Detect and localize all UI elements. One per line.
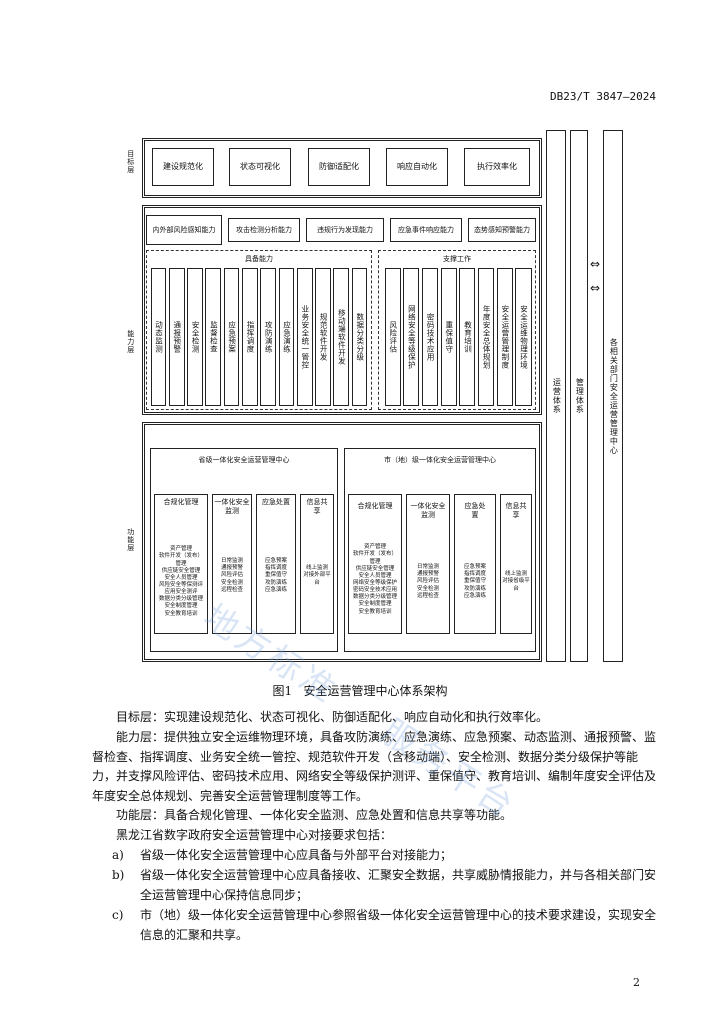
province-monitor-title: 一体化安全监测 — [214, 498, 250, 515]
goal-item: 执行效率化 — [464, 148, 530, 186]
province-monitor-text: 日常监测 通报预警 风险评估 安全检测 远程检查 — [220, 558, 243, 593]
support-work-item: 风险评估 — [384, 268, 401, 406]
city-response — [454, 494, 496, 634]
core-ability-item: 通报预警 — [168, 268, 185, 406]
paragraph-goal: 目标层：实现建设规范化、状态可视化、防御适配化、响应自动化和执行效率化。 — [116, 710, 549, 724]
layer-label-function: 功能层 — [126, 528, 135, 552]
page-number: 2 — [633, 976, 640, 989]
province-response — [256, 494, 296, 634]
city-compliance-text: 资产管理 软件开发（发布） 管理 供应链安全管理 安全人员管理 网络安全等级保护… — [352, 544, 397, 615]
layer-label-goal: 目标层 — [126, 150, 135, 174]
capability-layer-frame — [142, 205, 542, 415]
core-ability-item: 规范软件开发 — [315, 268, 331, 406]
core-ability-item: 监督检查 — [205, 268, 222, 406]
province-monitor — [212, 494, 252, 634]
core-ability-item: 业务安全统一管控 — [296, 268, 313, 406]
city-monitor-title: 一体化安全监测 — [410, 502, 446, 519]
city-compliance — [348, 494, 402, 634]
goal-item: 响应自动化 — [386, 148, 448, 186]
double-arrow-icon: ⇔ — [590, 281, 601, 295]
list-text: 市（地）级一体化安全运营管理中心参照省级一体化安全运营管理中心的技术要求建设，实… — [140, 908, 657, 942]
double-arrow-icon: ⇔ — [590, 257, 601, 271]
mgmt-system-column: 管理体系 — [570, 130, 588, 662]
dept-security-center-column: 各相关部门安全运营管理中心 — [603, 130, 623, 662]
capability-item: 内外部风险感知能力 — [146, 215, 222, 245]
province-compliance-title: 合规化管理 — [163, 498, 199, 506]
province-compliance-text: 资产管理 软件开发（发布） 管理 供应链安全管理 安全人员管理 风险安全等保测评… — [158, 546, 203, 617]
ops-system-column: 运营体系 — [546, 130, 566, 662]
goal-item: 建设规范化 — [152, 148, 214, 186]
core-abilities-group — [146, 250, 372, 410]
support-work-group — [378, 250, 536, 410]
core-ability-item: 数据分类分级 — [351, 268, 368, 406]
paragraph-capability: 能力层：提供独立安全运维物理环境，具备攻防演练、应急演练、应急预案、动态监测、通… — [92, 730, 657, 803]
province-share-text: 线上监测 对接外部平台 — [303, 565, 331, 586]
figure-caption: 图1 安全运营管理中心体系架构 — [272, 684, 448, 698]
city-share-text: 线上监测 对接省级平台 — [502, 571, 530, 592]
list-item-a: a) 省级一体化安全运营管理中心应具备与外部平台对接能力； — [112, 846, 658, 866]
paragraph-function: 功能层：具备合规化管理、一体化安全监测、应急处置和信息共享等功能。 — [116, 808, 513, 822]
goal-layer-frame — [142, 138, 542, 198]
list-marker: b) — [112, 868, 125, 882]
core-ability-item: 攻防演练 — [260, 268, 277, 406]
capability-item: 攻击检测分析能力 — [228, 218, 300, 242]
support-work-item: 安全运维物理环境 — [515, 268, 532, 406]
support-work-item: 重保值守 — [440, 268, 457, 406]
core-ability-item: 安全检测 — [187, 268, 203, 406]
support-work-item: 密码技术应用 — [421, 268, 439, 406]
support-work-item: 教育培训 — [459, 268, 476, 406]
province-compliance — [154, 494, 208, 634]
city-share — [500, 494, 532, 634]
core-abilities-title: 具备能力 — [245, 255, 273, 263]
capability-item: 违规行为发现能力 — [306, 218, 384, 242]
city-center-title: 市（地）级一体化安全运营管理中心 — [384, 456, 496, 464]
list-text: 省级一体化安全运营管理中心应具备与外部平台对接能力； — [140, 848, 453, 862]
city-compliance-title: 合规化管理 — [357, 502, 393, 510]
province-share — [300, 494, 334, 634]
city-monitor — [406, 494, 450, 634]
province-share-title: 信息共享 — [306, 498, 328, 515]
city-monitor-text: 日常监测 通报预警 风险评估 安全检测 远程检查 — [416, 564, 439, 599]
core-ability-item: 指挥调度 — [241, 268, 258, 406]
core-ability-item: 移动端软件开发 — [333, 268, 350, 406]
list-item-c: c) 市（地）级一体化安全运营管理中心参照省级一体化安全运营管理中心的技术要求建… — [112, 906, 658, 945]
core-ability-item: 应急演练 — [278, 268, 295, 406]
province-response-text: 应急预案 指挥调度 重保值守 攻防演练 应急演练 — [264, 558, 287, 593]
city-response-title: 应急处置 — [464, 502, 486, 519]
capability-item: 态势感知预警能力 — [468, 218, 536, 242]
province-response-title: 应急处置 — [262, 498, 290, 506]
capability-item: 应急事件响应能力 — [390, 218, 462, 242]
list-marker: c) — [112, 908, 124, 922]
list-item-b: b) 省级一体化安全运营管理中心应具备接收、汇聚安全数据，共享威胁情报能力，并与… — [112, 866, 658, 905]
list-marker: a) — [112, 848, 124, 862]
list-text: 省级一体化安全运营管理中心应具备接收、汇聚安全数据，共享威胁情报能力，并与各相关… — [140, 868, 657, 902]
core-ability-item: 应急预案 — [223, 268, 240, 406]
goal-item: 防御适配化 — [308, 148, 370, 186]
core-ability-item: 动态监测 — [150, 268, 167, 406]
city-share-title: 信息共享 — [505, 502, 527, 519]
support-work-title: 支撑工作 — [443, 255, 471, 263]
support-work-item: 网络安全等级保护 — [403, 268, 420, 406]
support-work-item: 安全运营管理制度 — [496, 268, 513, 406]
paragraph-requirements: 黑龙江省数字政府安全运营管理中心对接要求包括： — [116, 828, 393, 842]
goal-item: 状态可视化 — [229, 148, 291, 186]
function-layer-frame — [142, 422, 542, 662]
support-work-item: 年度安全总体规划 — [477, 268, 495, 406]
city-response-text: 应急预案 指挥调度 重保值守 攻防演练 应急演练 — [463, 564, 486, 599]
doc-code: DB23/T 3847—2024 — [550, 90, 656, 103]
province-center-title: 省级一体化安全运营管理中心 — [198, 456, 290, 464]
layer-label-capability: 能力层 — [126, 330, 135, 354]
